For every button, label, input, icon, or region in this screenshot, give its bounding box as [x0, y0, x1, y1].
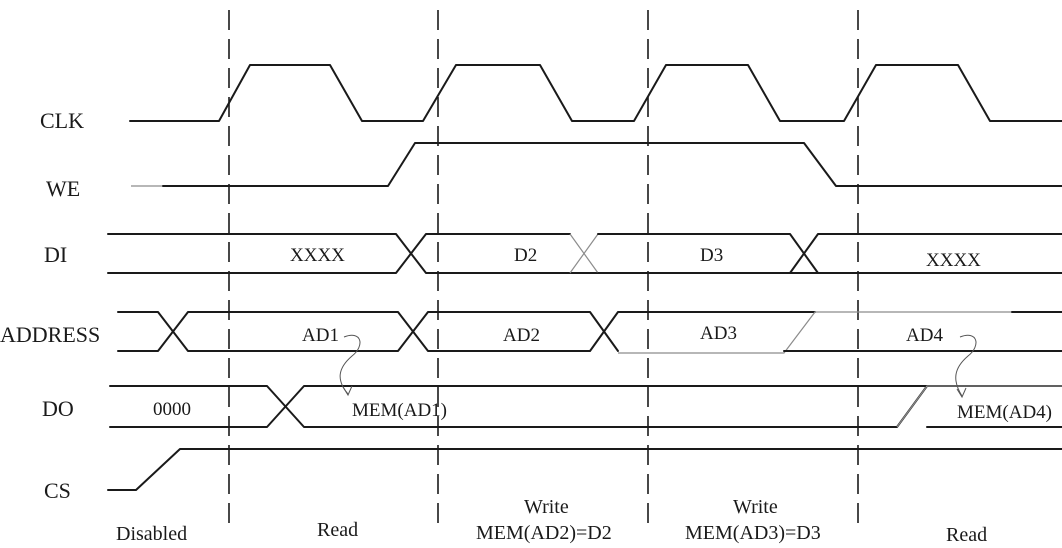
signal-name-clk: CLK — [40, 108, 84, 133]
address-value-3: AD3 — [700, 323, 737, 344]
address-value-1: AD1 — [302, 325, 339, 346]
we-waveform — [162, 142, 1062, 187]
di-bus — [107, 233, 1062, 274]
signal-name-cs: CS — [44, 478, 71, 503]
phase-read-1: Read — [317, 519, 358, 541]
read-arrow-2 — [955, 334, 977, 397]
read-arrows — [339, 334, 977, 399]
do-value-1: 0000 — [153, 399, 191, 420]
phase-labels: Disabled Read Write MEM(AD2)=D2 Write ME… — [116, 496, 987, 546]
cs-waveform — [107, 448, 1062, 491]
di-value-2: D2 — [514, 245, 537, 266]
cycle-boundaries — [228, 10, 859, 525]
di-values: XXXX D2 D3 XXXX — [290, 245, 981, 271]
read-arrow-2-head — [956, 387, 967, 399]
do-values: 0000 MEM(AD1) MEM(AD4) — [153, 399, 1052, 423]
di-value-4: XXXX — [926, 250, 981, 271]
do-value-2: MEM(AD1) — [352, 400, 447, 421]
address-values: AD1 AD2 AD3 AD4 — [302, 323, 943, 346]
phase-write-2-title: Write — [524, 496, 569, 518]
address-bus — [117, 311, 1062, 354]
phase-write-3-detail: MEM(AD3)=D3 — [685, 522, 821, 544]
signal-name-do: DO — [42, 396, 74, 421]
phase-read-2: Read — [946, 524, 987, 546]
read-arrow-1 — [339, 334, 361, 395]
address-value-4: AD4 — [906, 325, 943, 346]
signal-name-address: ADDRESS — [0, 322, 100, 347]
signal-names: CLK WE DI ADDRESS DO CS — [0, 108, 100, 503]
do-bus — [109, 385, 1062, 428]
di-value-3: D3 — [700, 245, 723, 266]
phase-disabled: Disabled — [116, 523, 187, 545]
clk-waveform — [129, 64, 1062, 122]
signal-name-di: DI — [44, 242, 67, 267]
di-value-1: XXXX — [290, 245, 345, 266]
address-value-2: AD2 — [503, 325, 540, 346]
signal-name-we: WE — [46, 176, 80, 201]
phase-write-3-title: Write — [733, 496, 778, 518]
read-arrow-1-head — [342, 385, 353, 397]
phase-write-2-detail: MEM(AD2)=D2 — [476, 522, 612, 544]
do-value-3: MEM(AD4) — [957, 402, 1052, 423]
